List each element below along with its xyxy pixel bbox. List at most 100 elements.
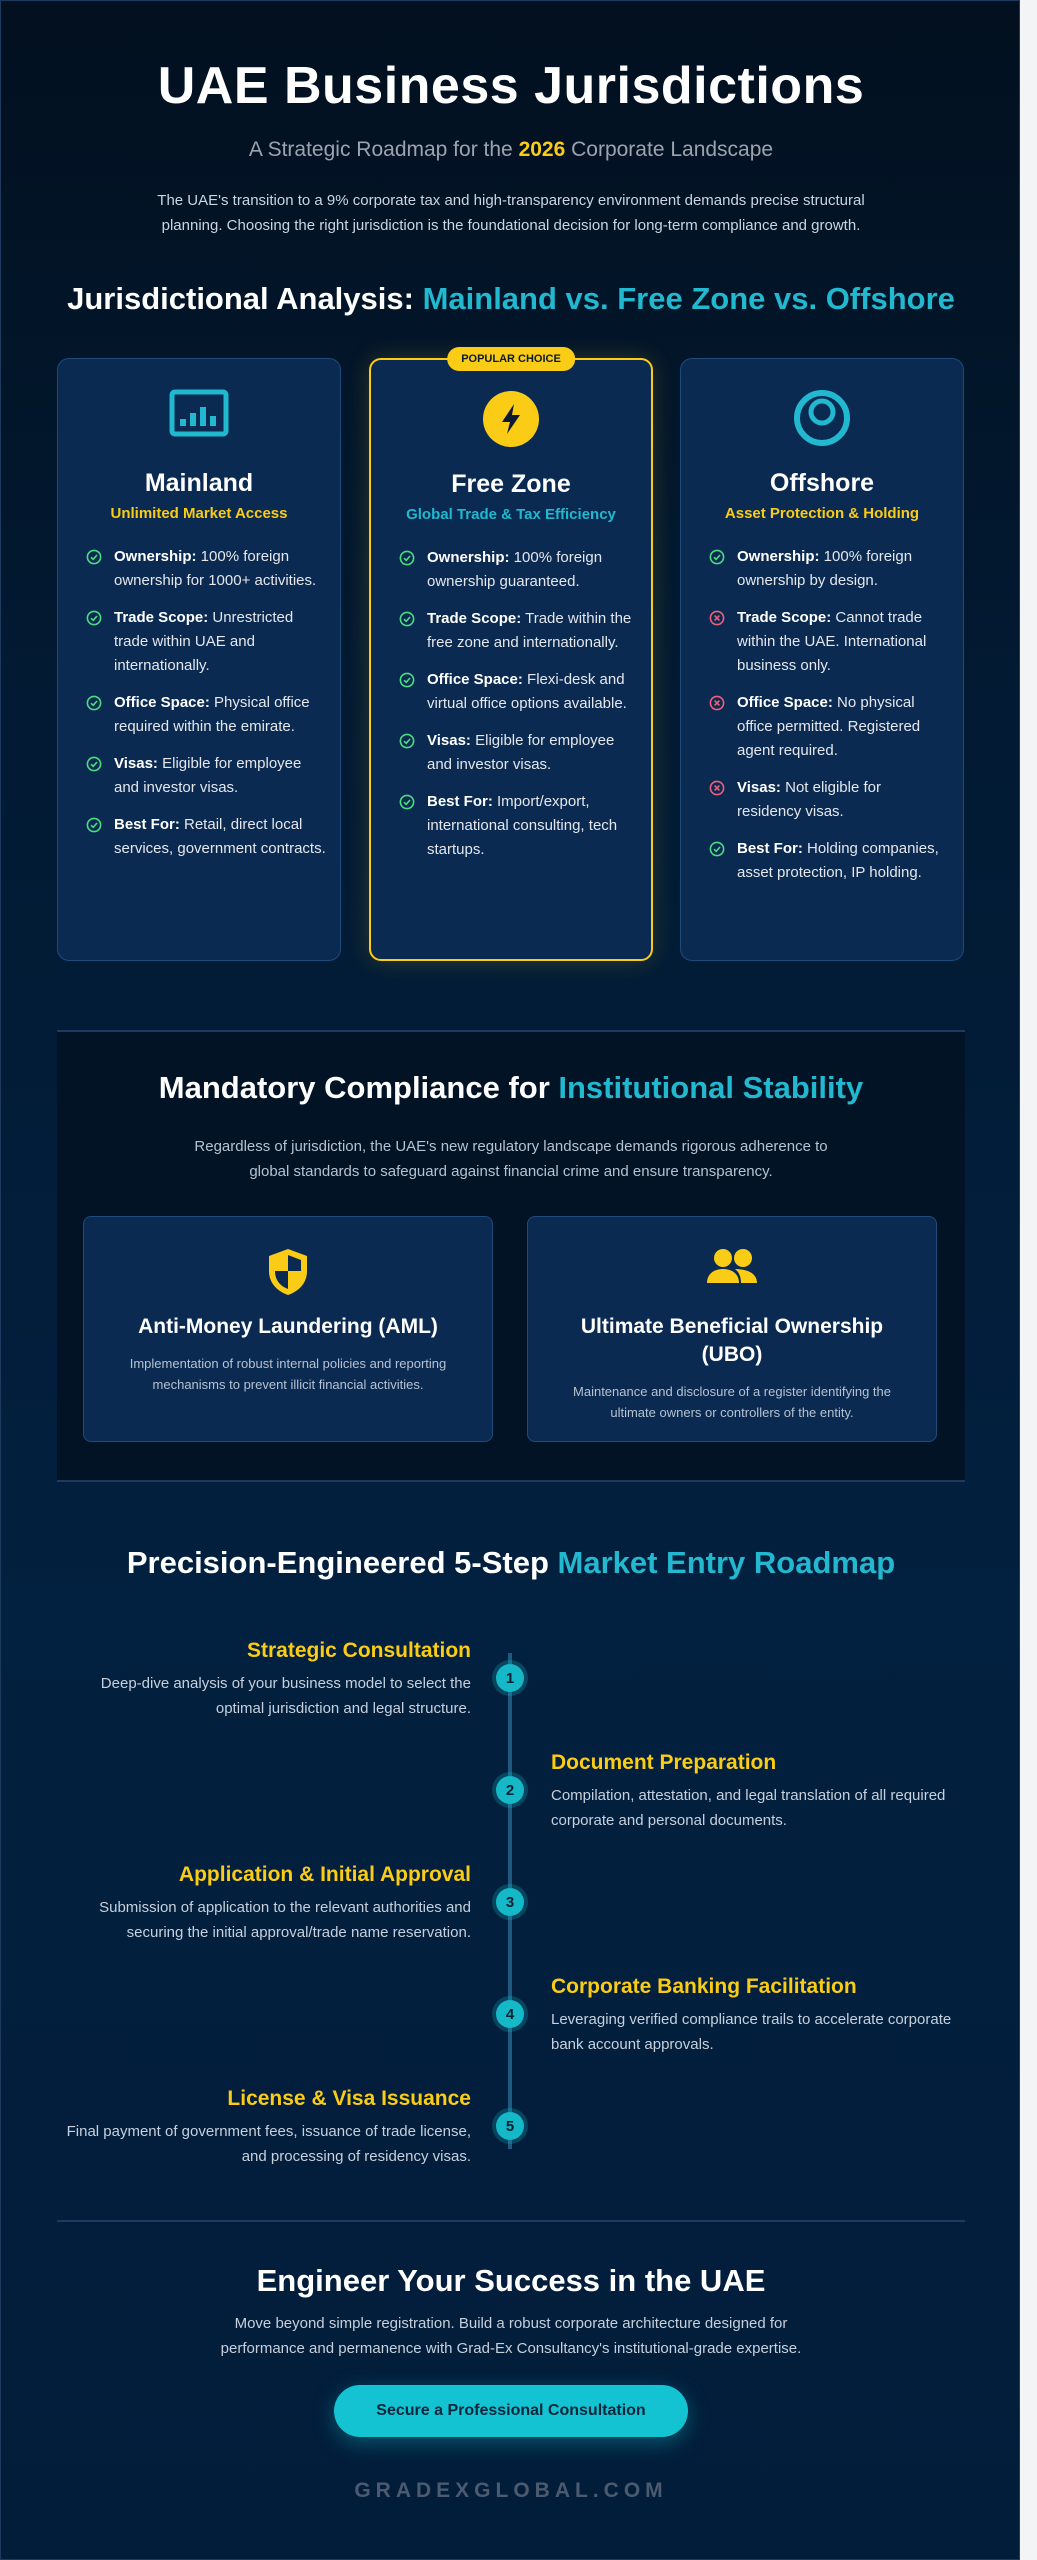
step-title: Corporate Banking Facilitation [551,1975,857,1998]
step-number-2: 2 [496,1776,524,1804]
shield-icon [269,1249,307,1295]
card-tagline: Global Trade & Tax Efficiency [406,506,616,523]
footer-website[interactable]: GRADEXGLOBAL.COM [354,2479,668,2502]
feature-label: Office Space: [737,694,833,711]
feature-text: Trade Scope: Unrestricted trade within U… [114,606,326,678]
feature-description: 100% foreign ownership for 1000+ activit… [114,548,317,589]
feature-text: Best For: Retail, direct local services,… [114,813,326,861]
step-number-1: 1 [496,1664,524,1692]
analysis-title-text: Jurisdictional Analysis: [67,281,423,316]
step-text: Leveraging verified compliance trails to… [551,2011,952,2053]
roadmap-title: Precision-Engineered 5-Step Market Entry… [1,1545,1021,1581]
feature-item: Office Space: Flexi-desk and virtual off… [399,668,639,716]
step-text: Submission of application to the relevan… [99,1899,471,1941]
compliance-card-title: Ultimate Beneficial Ownership (UBO) [580,1315,884,1366]
roadmap-step: Application & Initial Approval Submissio… [51,1863,471,1945]
feature-label: Visas: [427,732,471,749]
feature-description: Holding companies, asset protection, IP … [737,840,939,881]
feature-description: Eligible for employee and investor visas… [114,755,302,796]
compliance-card-title: Anti-Money Laundering (AML) [138,1315,438,1338]
popular-badge: POPULAR CHOICE [447,347,575,371]
feature-label: Trade Scope: [114,609,209,626]
feature-label: Ownership: [737,548,820,565]
check-icon [709,837,737,885]
section-divider [57,2220,965,2222]
check-icon [86,813,114,861]
feature-text: Trade Scope: Cannot trade within the UAE… [737,606,949,678]
cta-title: Engineer Your Success in the UAE [256,2263,766,2298]
check-icon [399,546,427,594]
feature-item: Ownership: 100% foreign ownership for 10… [86,545,326,593]
step-title: Strategic Consultation [246,1639,471,1662]
feature-label: Trade Scope: [737,609,832,626]
check-icon [399,607,427,655]
hero-intro: The UAE's transition to a 9% corporate t… [157,192,865,234]
check-icon [86,752,114,800]
compliance-card-aml: Anti-Money Laundering (AML) Implementati… [83,1216,493,1442]
feature-list: Ownership: 100% foreign ownership guaran… [399,546,639,875]
feature-text: Office Space: No physical office permitt… [737,691,949,763]
feature-item: Best For: Retail, direct local services,… [86,813,326,861]
lightning-bolt-icon [483,391,539,447]
check-icon [86,691,114,739]
roadmap-step: License & Visa Issuance Final payment of… [51,2087,471,2169]
card-title: Free Zone [451,470,571,498]
feature-list: Ownership: 100% foreign ownership by des… [709,545,949,898]
chart-board-icon [169,389,229,437]
step-text: Compilation, attestation, and legal tran… [551,1787,946,1829]
card-title: Mainland [144,469,254,497]
subtitle-text: A Strategic Roadmap for the [248,138,519,161]
consultation-button[interactable]: Secure a Professional Consultation [334,2385,688,2437]
feature-text: Ownership: 100% foreign ownership guaran… [427,546,639,594]
roadmap-step: Strategic Consultation Deep-dive analysi… [51,1639,471,1721]
step-text: Deep-dive analysis of your business mode… [100,1675,471,1717]
feature-text: Best For: Holding companies, asset prote… [737,837,949,885]
feature-description: Trade within the free zone and internati… [427,610,632,651]
feature-item: Visas: Not eligible for residency visas. [709,776,949,824]
compliance-title-text: Mandatory Compliance for [158,1070,559,1105]
ring-icon [794,390,850,446]
feature-label: Best For: [427,793,493,810]
feature-label: Office Space: [427,671,523,688]
feature-item: Ownership: 100% foreign ownership by des… [709,545,949,593]
check-icon [399,668,427,716]
feature-label: Office Space: [114,694,210,711]
feature-label: Visas: [737,779,781,796]
feature-text: Visas: Eligible for employee and investo… [114,752,326,800]
roadmap-title-accent: Market Entry Roadmap [557,1545,896,1580]
feature-item: Office Space: No physical office permitt… [709,691,949,763]
feature-description: Eligible for employee and investor visas… [427,732,615,773]
people-icon [707,1249,757,1283]
analysis-title-accent: Mainland vs. Free Zone vs. Offshore [422,281,955,316]
hero-section: UAE Business Jurisdictions A Strategic R… [1,56,1021,238]
feature-description: Flexi-desk and virtual office options av… [427,671,627,712]
step-text: Final payment of government fees, issuan… [66,2123,471,2165]
card-free-zone: POPULAR CHOICE Free Zone Global Trade & … [369,347,653,961]
compliance-card-text: Maintenance and disclosure of a register… [573,1384,891,1420]
feature-description: Retail, direct local services, governmen… [114,816,326,857]
feature-description: Physical office required within the emir… [114,694,310,735]
step-number-5: 5 [496,2112,524,2140]
feature-description: Not eligible for residency visas. [737,779,881,820]
cross-icon [709,606,737,678]
check-icon [86,545,114,593]
feature-item: Visas: Eligible for employee and investo… [399,729,639,777]
card-offshore: Offshore Asset Protection & Holding Owne… [680,358,964,961]
subtitle-year: 2026 [518,138,566,161]
page-subtitle: A Strategic Roadmap for the 2026 Corpora… [1,138,1021,162]
feature-description: Unrestricted trade within UAE and intern… [114,609,294,674]
cross-icon [709,691,737,763]
feature-text: Ownership: 100% foreign ownership by des… [737,545,949,593]
feature-item: Best For: Holding companies, asset prote… [709,837,949,885]
check-icon [709,545,737,593]
feature-label: Visas: [114,755,158,772]
feature-text: Ownership: 100% foreign ownership for 10… [114,545,326,593]
feature-item: Trade Scope: Cannot trade within the UAE… [709,606,949,678]
feature-description: Cannot trade within the UAE. Internation… [737,609,927,674]
cta-text: Move beyond simple registration. Build a… [220,2315,802,2357]
card-tagline: Unlimited Market Access [110,505,288,522]
check-icon [399,790,427,862]
check-icon [86,606,114,678]
feature-text: Best For: Import/export, international c… [427,790,639,862]
compliance-section: Mandatory Compliance for Institutional S… [57,1030,965,1482]
